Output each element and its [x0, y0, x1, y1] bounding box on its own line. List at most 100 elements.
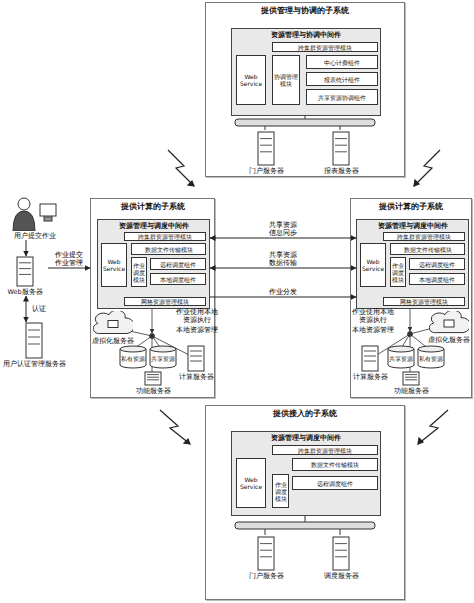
node-text: 共享资源协调组件 [318, 94, 366, 101]
module-box: 本地调度组件 [409, 273, 465, 285]
node-text: 提供管理与协调的子系统 [206, 3, 404, 16]
node-text: 调度服务器 [315, 572, 367, 580]
server-bay [335, 145, 347, 146]
module-box: Web Service [360, 243, 386, 287]
node-text: 作业调度模块 [273, 481, 288, 502]
storage-drum-node: 共享资源 [387, 345, 415, 369]
connector-arrow [48, 268, 90, 269]
module-box: Web Service [101, 243, 127, 287]
node-text: 共享资源 [389, 352, 413, 362]
annotation-label: 本地资源管理 [176, 326, 218, 334]
server-icon [321, 536, 361, 571]
server-bay [260, 556, 272, 557]
server-bay [335, 543, 347, 544]
server-bay [28, 344, 40, 345]
cloud-server-node: 虚拟化服务器 [93, 311, 133, 345]
storage-drum-node: 私有资源 [417, 345, 445, 369]
server-icon [131, 371, 175, 386]
node-text: 数据文件传输模块 [404, 246, 452, 253]
server-icon [179, 345, 213, 372]
node-text: 中心计费组件 [324, 59, 360, 66]
annotation-label: 作业使用本地资源执行 [176, 308, 218, 324]
server-icon-node: 报表服务器 [321, 131, 361, 175]
storage-drum-node: 共享资源 [149, 345, 177, 369]
server-icon-node: 用户认证管理服务器 [6, 322, 62, 368]
module-box: 作业调度模块 [272, 474, 289, 508]
node-text: 协调管理模块 [273, 73, 299, 87]
bottom-bus [235, 515, 375, 535]
server-icon [246, 131, 286, 166]
node-text: 用户提交作业 [4, 232, 66, 240]
node-text: 数据文件传输模块 [311, 461, 359, 468]
storage-drum-node: 私有资源 [119, 345, 147, 369]
annotation-label: 作业使用本地资源执行 [352, 308, 394, 324]
server-bay [260, 543, 272, 544]
node-text: 私有资源 [121, 352, 145, 362]
module-box: 跨集群资源管理模块 [124, 232, 206, 241]
module-box: 跨集群资源管理模块 [272, 42, 378, 52]
node-text: 作业调度模块 [132, 262, 146, 283]
node-text: 本地调度组件 [419, 276, 455, 283]
connector-arrow [26, 240, 27, 256]
server-case [362, 346, 378, 371]
module-box: 报表统计组件 [306, 72, 378, 86]
module-box: 跨集群资源管理模块 [272, 445, 378, 455]
server-bay [260, 550, 272, 551]
subsystem-box: 提供计算的子系统资源管理与调度中间件跨集群资源管理模块Web Service数据… [350, 198, 472, 398]
top-bus [235, 115, 375, 130]
module-box: 共享资源协调组件 [306, 89, 378, 105]
module-box: 协调管理模块 [272, 55, 300, 105]
node-text: 计算服务器 [347, 373, 393, 381]
server-bay [19, 268, 31, 269]
node-text: 远程调度组件 [160, 261, 196, 268]
server-bay [405, 379, 417, 380]
server-icon [389, 371, 433, 386]
node-text: 资源管理与调度中间件 [357, 220, 468, 231]
node-text: 虚拟化服务器 [87, 337, 139, 345]
node-text: 共享资源 [151, 352, 175, 362]
user-monitor-stand [44, 217, 52, 221]
server-icon-node: Web服务器 [2, 256, 48, 296]
server-bay [260, 151, 272, 152]
node-text: 跨集群资源管理模块 [397, 233, 451, 240]
server-case [145, 372, 161, 385]
connector-arrow [210, 238, 356, 239]
middleware-box: 资源管理与协调中间件跨集群资源管理模块Web Service协调管理模块中心计费… [231, 28, 381, 116]
user-body [13, 211, 35, 231]
node-text: 计算服务器 [173, 373, 219, 381]
node-text: Web Service [237, 73, 265, 87]
server-bay [190, 361, 202, 362]
subsystem-box: 提供计算的子系统资源管理与调度中间件跨集群资源管理模块Web Service数据… [90, 198, 215, 398]
server-icon [6, 322, 62, 359]
server-case [258, 537, 274, 570]
node-text: 数据文件传输模块 [145, 246, 193, 253]
node-text: 虚拟化服务器 [423, 336, 474, 344]
node-text: 提供接入的子系统 [206, 406, 404, 419]
node-text: 跨集群资源管理模块 [138, 233, 192, 240]
module-box: 网格资源管理模块 [383, 297, 465, 306]
server-icon [2, 256, 48, 287]
node-text: 网格资源管理模块 [141, 298, 189, 305]
server-icon-node: 计算服务器 [179, 345, 213, 381]
server-icon-node: 功能服务器 [389, 371, 433, 395]
cloud-computer [108, 321, 118, 328]
node-text: 用户认证管理服务器 [0, 360, 68, 368]
server-bay [364, 361, 376, 362]
node-text: 作业调度模块 [391, 262, 405, 283]
edge-label: 作业提交作业管理 [55, 251, 83, 267]
server-icon [321, 131, 361, 166]
server-icon-node: 功能服务器 [131, 371, 175, 395]
edge-label: 认证 [29, 305, 49, 313]
server-bay [28, 330, 40, 331]
server-icon-node: 门户服务器 [246, 131, 286, 175]
server-bay [335, 138, 347, 139]
module-box: 作业调度模块 [131, 257, 147, 287]
cloud-outline [429, 311, 469, 333]
server-bay [405, 374, 417, 375]
node-text: 门户服务器 [240, 167, 292, 175]
subsystem-box: 提供接入的子系统资源管理与调度中间件跨集群资源管理模块Web Service数据… [205, 405, 405, 600]
node-text: 跨集群资源管理模块 [298, 44, 352, 51]
cloud-server-node: 虚拟化服务器 [429, 311, 469, 344]
module-box: 跨集群资源管理模块 [383, 232, 465, 241]
